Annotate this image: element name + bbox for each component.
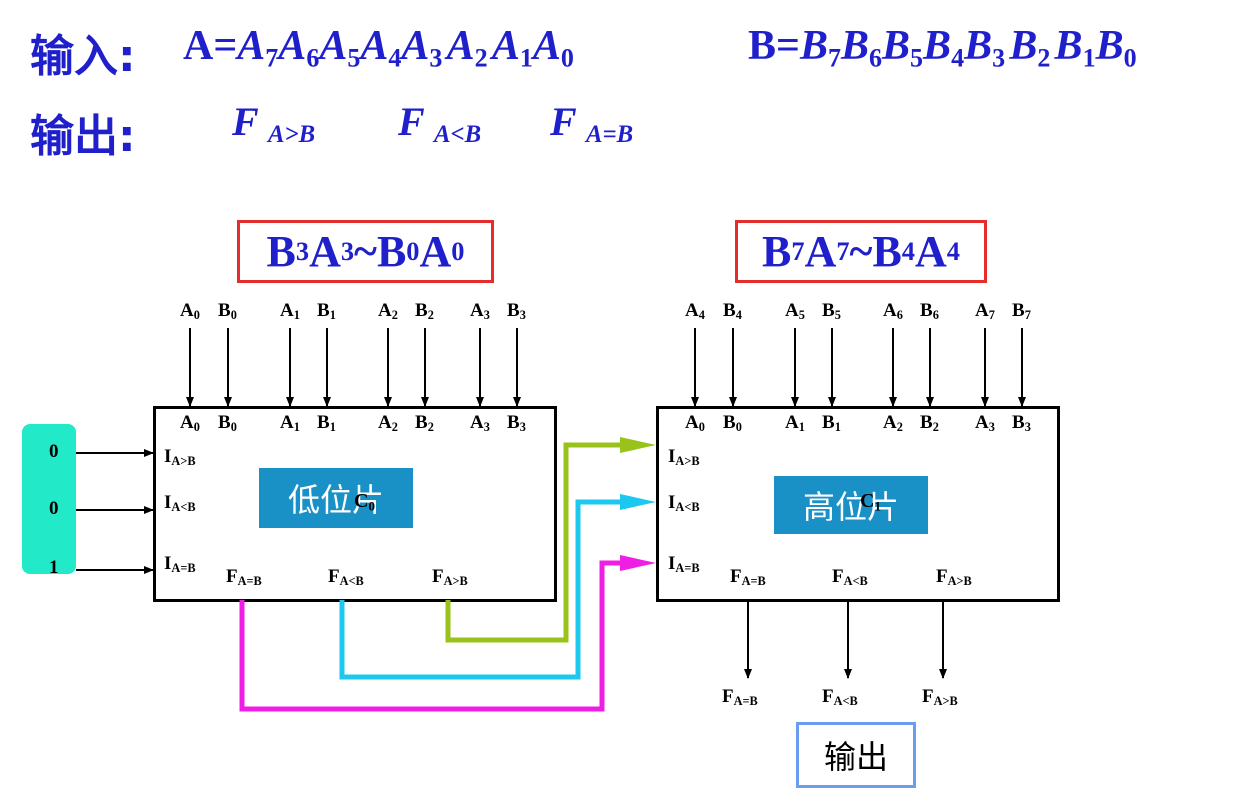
- low-chip-output-label: FA=B: [226, 566, 262, 589]
- low-chip-pin-label: A3: [470, 412, 490, 435]
- low-chip-output-label: FA<B: [328, 566, 364, 589]
- high-chip-external-input-label: A5: [785, 300, 805, 323]
- low-chip-pin-label: B2: [415, 412, 434, 435]
- low-chip-output-label: FA>B: [432, 566, 468, 589]
- cascade-arrow-eq: [620, 555, 656, 571]
- high-chip-pin-label: A1: [785, 412, 805, 435]
- high-chip-pin-label: B3: [1012, 412, 1031, 435]
- high-chip-code: C1: [860, 490, 881, 514]
- constant-lt: 0: [49, 498, 59, 519]
- high-chip-cascade-input-label: IA=B: [668, 553, 700, 576]
- low-chip-cascade-input-label: IA=B: [164, 553, 196, 576]
- low-chip-external-input-label: B2: [415, 300, 434, 323]
- low-chip-pin-label: A0: [180, 412, 200, 435]
- high-chip-pin-label: A2: [883, 412, 903, 435]
- high-chip-pin-label: B2: [920, 412, 939, 435]
- high-chip-pin-label: B0: [723, 412, 742, 435]
- high-chip-external-input-label: A6: [883, 300, 903, 323]
- low-chip-pin-label: A1: [280, 412, 300, 435]
- cascade-arrow-lt: [620, 494, 656, 510]
- low-chip-external-input-label: A3: [470, 300, 490, 323]
- high-chip-pin-label: B1: [822, 412, 841, 435]
- output-term-gt: F A>B: [232, 99, 316, 148]
- low-chip-pin-label: A2: [378, 412, 398, 435]
- cascade-wire-eq: [239, 560, 622, 712]
- low-chip-cascade-input-label: IA<B: [164, 492, 196, 515]
- input-a-formula: A=A7A6A5A4A3 A2 A1A0: [183, 23, 574, 73]
- low-chip-pin-label: B3: [507, 412, 526, 435]
- low-chip-cascade-input-label: IA>B: [164, 446, 196, 469]
- input-label: 输入:: [30, 31, 136, 82]
- high-chip-external-input-label: A4: [685, 300, 705, 323]
- high-chip-external-input-label: B5: [822, 300, 841, 323]
- high-chip-output-label: FA=B: [730, 566, 766, 589]
- constant-eq: 1: [49, 557, 59, 578]
- high-chip-external-input-label: B6: [920, 300, 939, 323]
- low-chip-external-input-label: A0: [180, 300, 200, 323]
- constant-inputs-box: [22, 424, 76, 574]
- input-b-formula: B=B7B6B5B4B3 B2 B1B0: [748, 23, 1137, 73]
- output-box: 输出: [796, 722, 916, 788]
- low-chip-name: 低位片: [259, 468, 413, 528]
- cascade-wire-lt: [339, 499, 622, 680]
- low-chip-external-input-label: B1: [317, 300, 336, 323]
- cascade-arrow-gt: [620, 437, 656, 453]
- high-chip-output-label: FA<B: [832, 566, 868, 589]
- high-chip-external-input-label: B4: [723, 300, 742, 323]
- output-label: 输出:: [30, 111, 136, 162]
- low-chip-code: C0: [354, 490, 375, 514]
- output-term-lt: F A<B: [398, 99, 482, 148]
- high-chip-external-input-label: A7: [975, 300, 995, 323]
- final-output-label: FA>B: [922, 686, 958, 709]
- high-chip-external-input-label: B7: [1012, 300, 1031, 323]
- low-chip-external-input-label: B0: [218, 300, 237, 323]
- high-chip-pin-label: A0: [685, 412, 705, 435]
- cascade-wire-gt: [445, 442, 622, 643]
- high-chip-cascade-input-label: IA<B: [668, 492, 700, 515]
- high-chip-pin-label: A3: [975, 412, 995, 435]
- output-term-eq: F A=B: [550, 99, 634, 148]
- low-chip-external-input-label: A1: [280, 300, 300, 323]
- constant-gt: 0: [49, 441, 59, 462]
- low-chip-pin-label: B1: [317, 412, 336, 435]
- final-output-label: FA=B: [722, 686, 758, 709]
- high-chip-output-label: FA>B: [936, 566, 972, 589]
- low-chip-pin-label: B0: [218, 412, 237, 435]
- high-chip-cascade-input-label: IA>B: [668, 446, 700, 469]
- final-output-label: FA<B: [822, 686, 858, 709]
- low-chip-external-input-label: A2: [378, 300, 398, 323]
- low-chip-external-input-label: B3: [507, 300, 526, 323]
- high-chip-name: 高位片: [774, 476, 928, 534]
